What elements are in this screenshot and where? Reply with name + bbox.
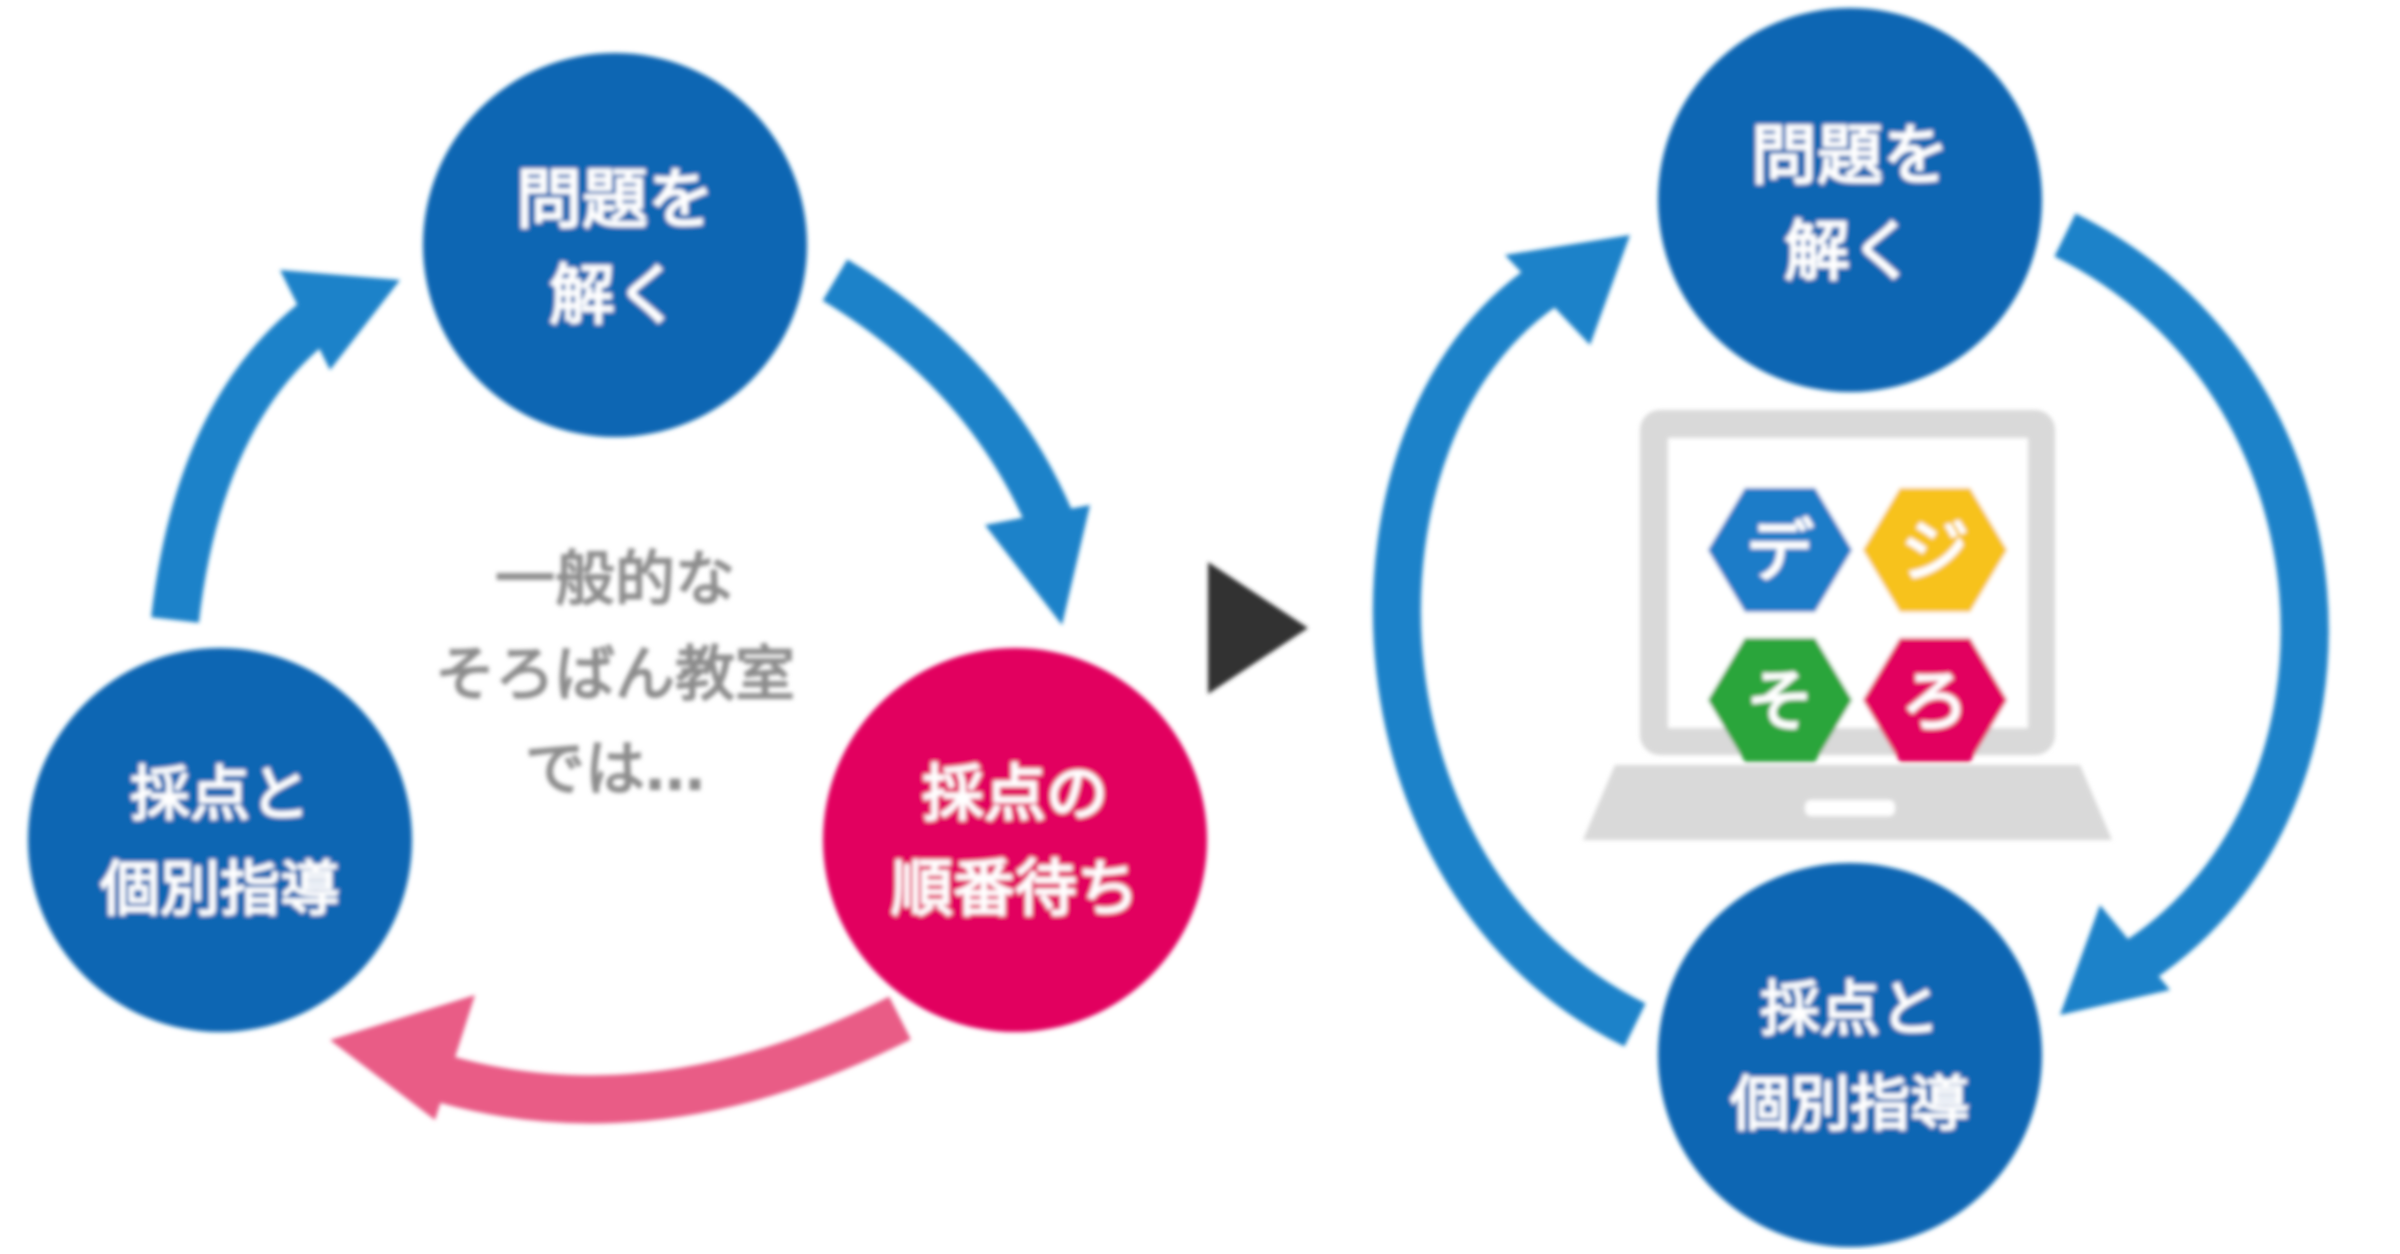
node-waiting-label-line1: 採点の	[922, 757, 1108, 830]
node-solve-problems: 問題を 解く	[423, 53, 807, 437]
play-arrow-icon	[1208, 562, 1308, 694]
center-caption: 一般的な そろばん教室 では…	[435, 545, 795, 805]
node-right-solve-problems: 問題を 解く	[1658, 8, 2042, 392]
digisoro-logo: デ ジ そ ろ	[1708, 488, 2007, 762]
logo-char-ji: ジ	[1901, 513, 1969, 592]
logo-tile-blue: デ	[1708, 488, 1852, 612]
center-caption-line3: では…	[525, 735, 705, 805]
node-right-solve-label-line2: 解く	[1784, 213, 1916, 290]
node-right-grading-label-line1: 採点と	[1760, 975, 1940, 1045]
arrow-right-grading-to-solve	[1372, 235, 1646, 1047]
node-right-grading-and-guidance: 採点と 個別指導	[1658, 863, 2042, 1247]
node-grading-and-guidance: 採点と 個別指導	[28, 648, 412, 1032]
node-right-grading-label-line2: 個別指導	[1729, 1070, 1970, 1140]
arrow-waiting-to-grading	[330, 995, 911, 1124]
logo-char-de: デ	[1746, 513, 1815, 592]
node-solve-label-line2: 解く	[549, 257, 681, 334]
logo-char-ro: ろ	[1901, 663, 1969, 742]
arrow-solve-to-waiting	[822, 259, 1090, 625]
center-caption-line2: そろばん教室	[435, 640, 795, 710]
laptop-icon	[1583, 410, 2112, 840]
logo-tile-red: ろ	[1863, 638, 2007, 762]
node-waiting-for-grading: 採点の 順番待ち	[823, 648, 1207, 1032]
logo-char-so: そ	[1746, 663, 1814, 742]
left-cycle: 問題を 解く 採点の 順番待ち 採点と 個別指導 一般的な そろばん教室 では…	[28, 53, 1207, 1124]
right-cycle: デ ジ そ ろ 問題を 解く	[1372, 8, 2329, 1247]
center-caption-line1: 一般的な	[495, 545, 735, 615]
node-waiting-label-line2: 順番待ち	[891, 852, 1139, 925]
node-solve-label-line1: 問題を	[516, 161, 714, 238]
arrow-grading-to-solve	[151, 270, 400, 623]
node-right-solve-label-line1: 問題を	[1751, 117, 1949, 194]
logo-tile-yellow: ジ	[1863, 488, 2007, 612]
arrow-right-solve-to-grading	[2054, 213, 2329, 1015]
logo-tile-green: そ	[1708, 638, 1852, 762]
node-grading-label-line1: 採点と	[130, 760, 310, 830]
node-grading-label-line2: 個別指導	[99, 855, 340, 925]
